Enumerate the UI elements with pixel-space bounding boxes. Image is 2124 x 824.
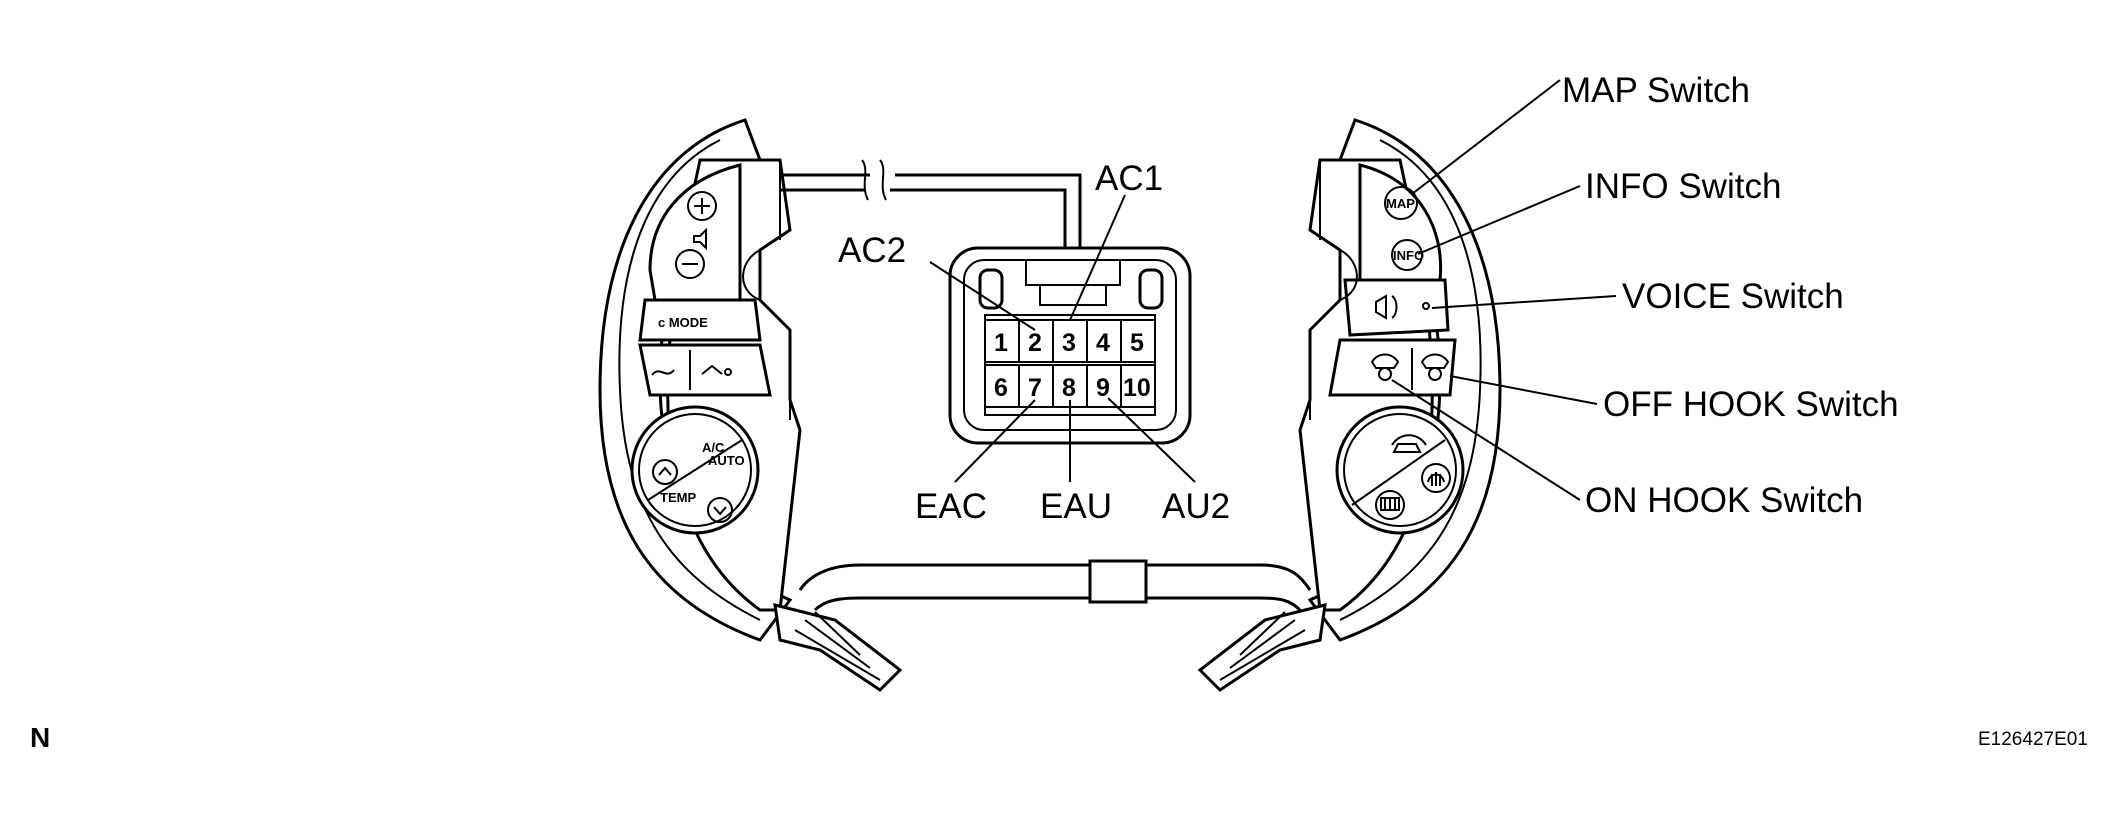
temp-up-icon — [652, 459, 678, 485]
signal-eac-leader — [954, 399, 1036, 483]
on-hook-switch-label: ON HOOK Switch — [1585, 481, 1863, 520]
signal-eau-label: EAU — [1040, 487, 1112, 526]
info-button-label: INFO — [1393, 248, 1424, 263]
map-button[interactable]: MAP — [1384, 186, 1418, 220]
map-switch-label: MAP Switch — [1562, 71, 1750, 110]
mode-button-label: c MODE — [658, 315, 708, 330]
pin-6: 6 — [994, 374, 1008, 402]
info-button[interactable]: INFO — [1391, 239, 1424, 271]
info-switch-label: INFO Switch — [1585, 167, 1781, 206]
off-hook-icon — [1370, 353, 1400, 381]
corner-mark: N — [30, 722, 50, 753]
wire-harness — [780, 159, 1312, 612]
info-switch-leader — [1417, 185, 1581, 255]
pin-5: 5 — [1130, 329, 1144, 357]
off-hook-switch-label: OFF HOOK Switch — [1603, 385, 1899, 424]
front-defrost-icon — [1421, 463, 1451, 493]
connector-pin-grid: 1 2 3 4 5 6 7 8 9 10 — [984, 319, 1156, 408]
pin-4: 4 — [1096, 329, 1110, 357]
recirculation-icon — [1391, 434, 1427, 453]
off-hook-switch-leader — [1449, 375, 1598, 405]
temp-label: TEMP — [660, 490, 696, 505]
pin-1: 1 — [994, 329, 1008, 357]
rear-defrost-icon — [1375, 490, 1405, 520]
volume-down-icon — [675, 249, 705, 279]
signal-eac-label: EAC — [915, 487, 987, 526]
seek-down-icon — [651, 369, 675, 376]
signal-au2-label: AU2 — [1162, 487, 1230, 526]
seek-up-icon — [701, 364, 732, 376]
pin-10: 10 — [1123, 374, 1151, 402]
left-steering-pad — [598, 118, 903, 692]
right-steering-pad — [1197, 118, 1502, 692]
signal-ac1-label: AC1 — [1095, 159, 1163, 198]
pin-7: 7 — [1028, 374, 1042, 402]
signal-ac2-leader — [929, 261, 1036, 331]
voice-switch-leader — [1431, 295, 1617, 309]
on-hook-icon — [1420, 353, 1450, 381]
signal-ac2-label: AC2 — [838, 231, 906, 270]
pin-8: 8 — [1062, 374, 1076, 402]
speaker-icon — [693, 227, 707, 251]
map-button-label: MAP — [1386, 196, 1415, 211]
volume-up-icon — [687, 191, 717, 221]
voice-icon — [1375, 294, 1430, 320]
voice-switch-label: VOICE Switch — [1622, 277, 1844, 316]
ac-auto-label-2: AUTO — [708, 453, 745, 468]
ac-auto-label-1: A/C — [702, 440, 725, 455]
signal-ac1-leader — [1069, 194, 1126, 321]
map-switch-leader — [1411, 79, 1561, 195]
switch-labels: MAP Switch INFO Switch VOICE Switch OFF … — [1391, 71, 1899, 520]
on-hook-switch-leader — [1391, 379, 1581, 501]
signal-labels: AC1 AC2 EAC EAU AU2 — [838, 159, 1230, 526]
temp-down-icon — [707, 497, 733, 523]
pin-3: 3 — [1062, 329, 1076, 357]
pin-9: 9 — [1096, 374, 1110, 402]
pin-2: 2 — [1028, 329, 1042, 357]
figure-code: E126427E01 — [1978, 729, 2088, 750]
signal-au2-leader — [1107, 397, 1196, 483]
